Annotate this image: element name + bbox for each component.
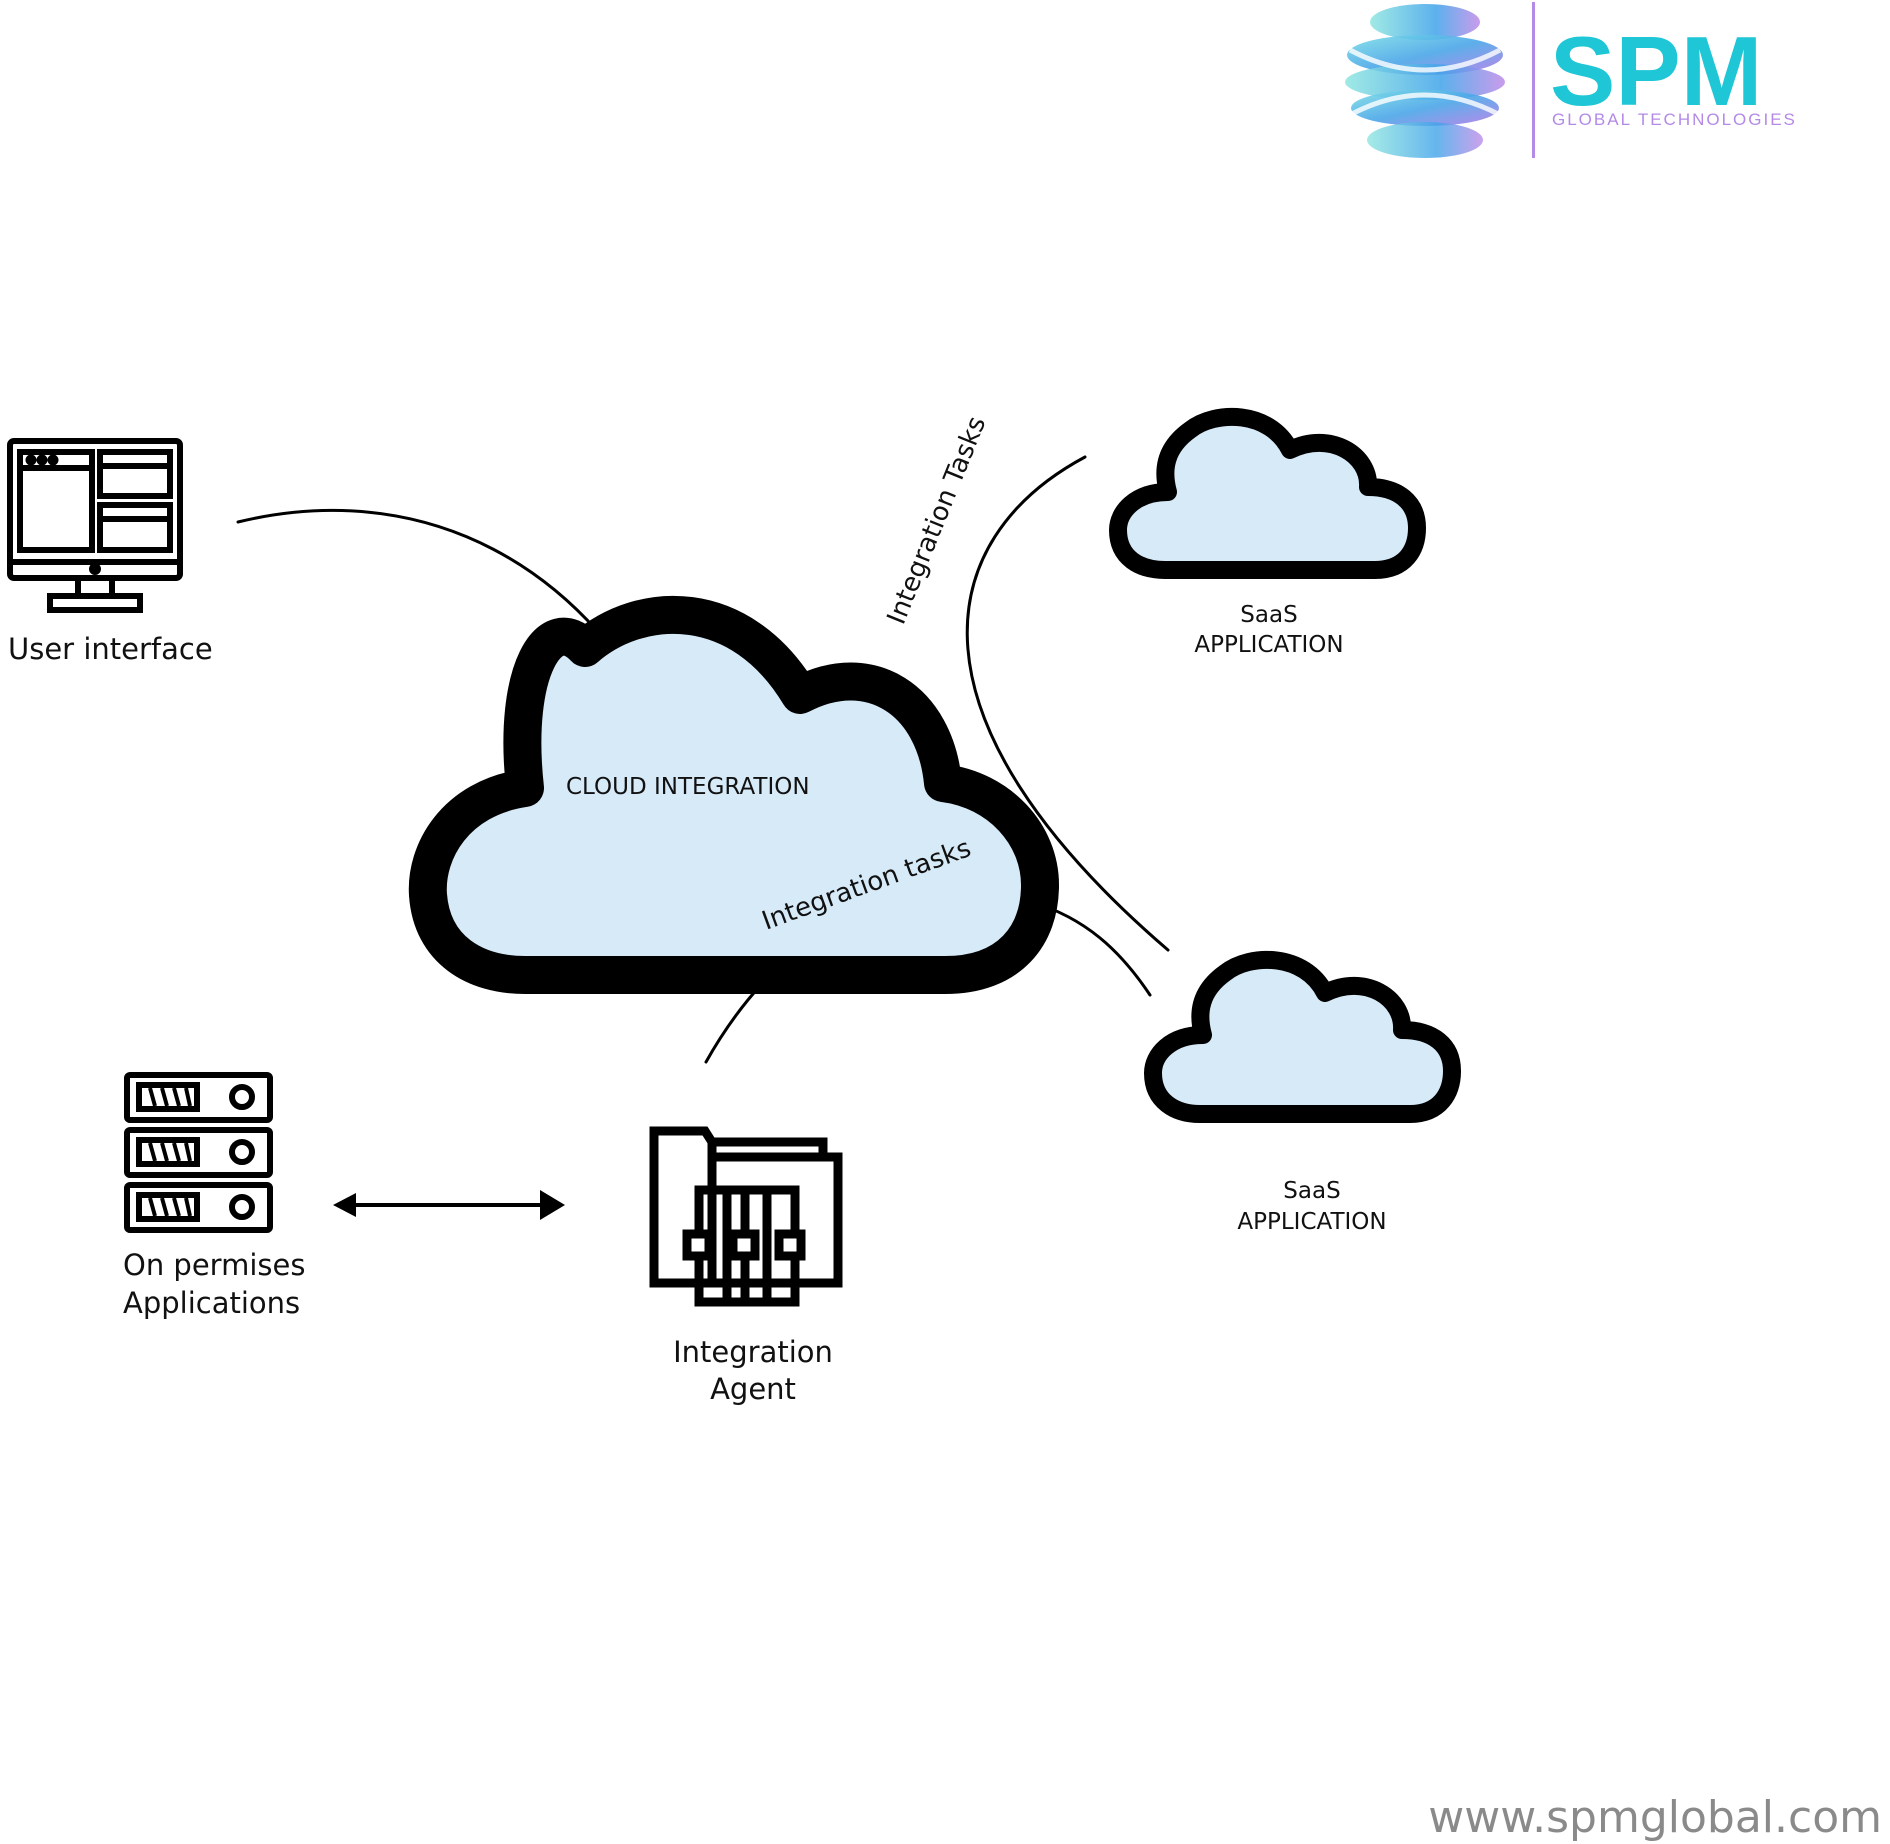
saas-top-label-line1: SaaS	[1240, 602, 1297, 628]
integration-agent-label-line1: Integration	[673, 1335, 833, 1369]
on-premises-label-line2: Applications	[123, 1286, 300, 1320]
on-premises-label-line1: On permises	[123, 1248, 305, 1282]
cloud-integration-node: CLOUD INTEGRATION	[408, 595, 1059, 994]
saas-cloud-top-icon	[1109, 407, 1426, 579]
logo-tagline: GLOBAL TECHNOLOGIES	[1552, 110, 1797, 129]
integration-agent-node: Integration Agent	[649, 1126, 843, 1406]
saas-application-bottom-node: SaaS APPLICATION	[1144, 950, 1461, 1235]
main-cloud-icon	[408, 595, 1059, 994]
bidirectional-arrow	[333, 1190, 565, 1220]
arrow-left-head	[333, 1193, 356, 1217]
saas-application-top-node: SaaS APPLICATION	[1109, 407, 1426, 658]
logo-wave-icon	[1345, 4, 1505, 158]
on-premises-node: On permises Applications	[123, 1072, 305, 1320]
arrow-right-head	[540, 1190, 565, 1220]
integration-agent-icon	[649, 1126, 843, 1307]
integration-tasks-upper-label: Integration Tasks	[882, 412, 993, 628]
logo-brand: SPM	[1550, 16, 1762, 126]
saas-cloud-bottom-icon	[1144, 950, 1461, 1123]
monitor-icon	[7, 438, 183, 613]
integration-agent-label-line2: Agent	[710, 1372, 796, 1406]
logo-divider	[1532, 2, 1535, 158]
website-url: www.spmglobal.com	[1428, 1792, 1882, 1843]
user-interface-label: User interface	[8, 632, 213, 666]
saas-top-label-line2: APPLICATION	[1194, 632, 1343, 658]
saas-bottom-label-line1: SaaS	[1283, 1178, 1340, 1204]
spm-logo: SPM GLOBAL TECHNOLOGIES	[1345, 2, 1797, 158]
cloud-integration-label: CLOUD INTEGRATION	[566, 774, 810, 800]
server-rack-icon	[124, 1072, 273, 1233]
saas-upper-connector	[965, 455, 1170, 952]
user-interface-node: User interface	[7, 438, 213, 666]
saas-bottom-label-line2: APPLICATION	[1237, 1209, 1386, 1235]
